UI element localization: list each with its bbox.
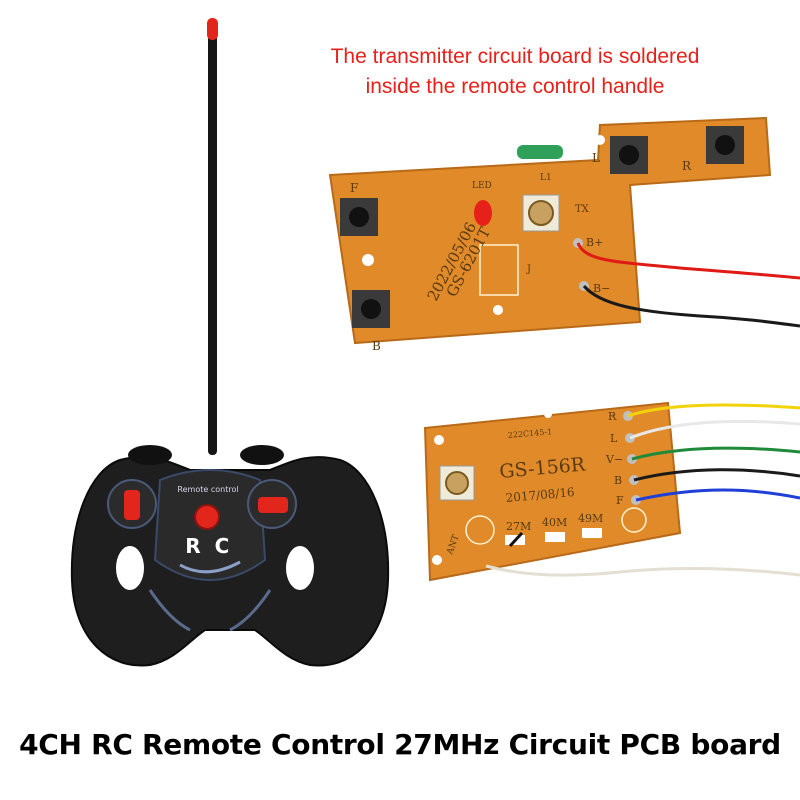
remote-label-text: Remote control <box>177 485 238 494</box>
rx-mount-hole <box>432 555 442 565</box>
rx-pin-label: V− <box>605 453 623 466</box>
rx-freq-pad-40 <box>545 532 565 542</box>
rx-pin-label: L <box>610 432 618 445</box>
tx-label-l: L <box>592 151 600 165</box>
rx-date-text: 2017/08/16 <box>505 485 575 505</box>
tx-wire-red <box>576 242 800 280</box>
tx-pot-knob <box>528 200 554 226</box>
tx-label-bplus: B+ <box>586 236 603 249</box>
tx-label-r: R <box>682 159 692 173</box>
left-shoulder <box>128 445 172 465</box>
logo-r: R <box>185 534 200 558</box>
tx-label-j: J <box>526 264 531 275</box>
rx-freq-pad-49 <box>582 528 602 538</box>
tx-button-l[interactable] <box>619 145 639 165</box>
left-stick[interactable] <box>124 490 140 520</box>
logo-c: C <box>215 534 230 558</box>
rx-wire-black <box>633 468 800 482</box>
rx-pin-label: B <box>614 474 622 487</box>
rx-mount-hole <box>434 435 444 445</box>
right-stick[interactable] <box>258 497 288 513</box>
bottom-caption: 4CH RC Remote Control 27MHz Circuit PCB … <box>19 728 781 761</box>
tx-wire-black <box>582 284 800 328</box>
receiver-board: 222C145-1 GS-156R 2017/08/16 27M 40M 49M… <box>423 401 800 582</box>
tx-mount-hole <box>493 305 503 315</box>
logo-swoosh <box>179 560 241 574</box>
tx-button-r[interactable] <box>715 135 735 155</box>
right-shoulder <box>240 445 284 465</box>
right-grip-hole <box>286 546 314 590</box>
rx-freq-40: 40M <box>542 516 567 529</box>
rx-wire-yellow <box>627 403 800 418</box>
top-caption-line2: inside the remote control handle <box>365 75 665 98</box>
tx-j-outline <box>479 244 519 296</box>
left-trim-line <box>148 589 191 632</box>
rx-antenna-wire <box>485 564 800 577</box>
right-trim-line <box>229 589 272 632</box>
left-grip-hole <box>116 546 144 590</box>
rx-freq-27: 27M <box>506 520 531 533</box>
remote-control: Remote control R C <box>70 18 390 667</box>
rx-pot-knob <box>445 471 469 495</box>
tx-inductor <box>517 145 563 159</box>
rx-wire-green <box>631 446 800 461</box>
tx-label-f: F <box>350 181 358 195</box>
rx-pin-label: F <box>616 494 624 507</box>
rx-freq-jumper <box>508 531 524 548</box>
top-caption-line1: The transmitter circuit board is soldere… <box>330 45 700 68</box>
rx-mount-hole <box>544 410 552 418</box>
tx-label-b: B <box>372 339 381 353</box>
antenna-tip <box>207 18 218 40</box>
tx-button-f[interactable] <box>349 207 369 227</box>
tx-mount-hole <box>595 135 605 145</box>
rx-capacitor-outline <box>621 507 647 533</box>
tx-label-led: LED <box>472 181 492 191</box>
top-caption: The transmitter circuit board is soldere… <box>250 42 780 102</box>
rx-wire-white <box>629 419 800 440</box>
tx-mount-hole <box>362 254 374 266</box>
tx-button-b[interactable] <box>361 299 381 319</box>
tx-label-bminus: B− <box>593 282 610 295</box>
tx-led <box>474 200 492 226</box>
rx-component-outline <box>465 515 495 545</box>
rx-freq-49: 49M <box>578 512 603 525</box>
antenna-rod <box>208 35 217 455</box>
tx-label-tx: TX <box>575 204 590 215</box>
center-button[interactable] <box>194 504 220 530</box>
rx-pin-label: R <box>608 410 617 423</box>
tx-label-l1: L1 <box>540 173 552 183</box>
rx-code-text: 222C145-1 <box>507 427 552 440</box>
transmitter-board: F B L R LED L1 TX J B+ B− 2022/05/06 GS-… <box>328 116 800 353</box>
rx-wire-blue <box>635 488 800 502</box>
receiver-pcb <box>423 401 682 582</box>
